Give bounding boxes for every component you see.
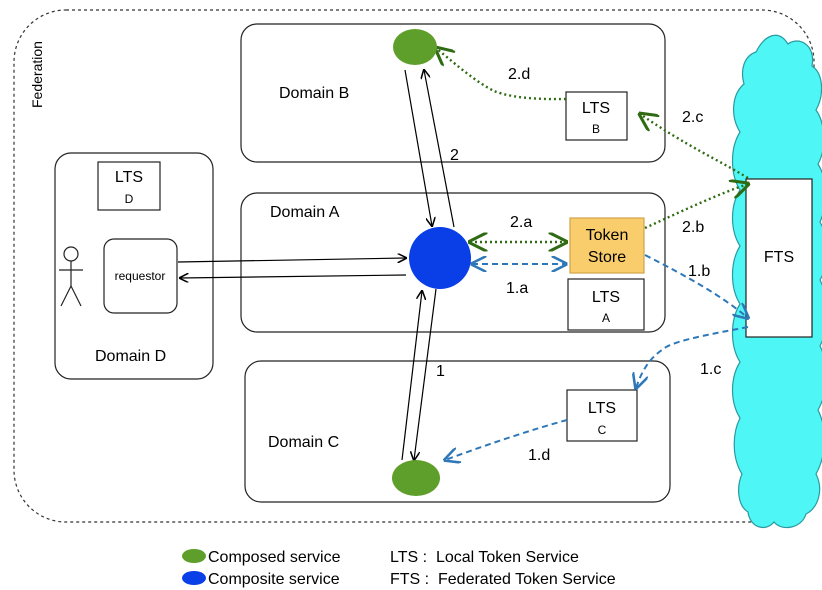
lts-b: LTS B: [565, 91, 628, 141]
lts-c: LTS C: [566, 389, 638, 442]
composite-service-a: [409, 227, 471, 289]
lts-b-sub: B: [592, 122, 600, 136]
arrow-composed-b-to-composite: [424, 70, 455, 228]
legend-composed-label: Composed service: [208, 549, 341, 566]
actor-icon: [59, 246, 83, 307]
token-store-line1: Token: [586, 227, 629, 244]
lts-a: LTS A: [567, 278, 645, 331]
domain-b-box: [240, 23, 666, 163]
token-store-line2: Store: [588, 249, 626, 266]
lts-d: LTS D: [97, 161, 161, 211]
lts-d-sub: D: [125, 192, 134, 206]
requestor-label: requestor: [115, 269, 166, 283]
label-1c: 1.c: [700, 361, 721, 378]
arrow-1d: [445, 419, 568, 460]
arrow-requestor-to-composite: [177, 258, 406, 262]
legend: Composed service Composite service LTS :…: [182, 549, 616, 588]
label-1: 1: [436, 363, 445, 380]
lts-a-title: LTS: [592, 289, 620, 306]
arrow-2c: [640, 114, 749, 180]
label-1a: 1.a: [506, 280, 528, 297]
label-1d: 1.d: [528, 447, 550, 464]
arrow-2b: [644, 184, 748, 230]
arrow-composite-to-requestor: [180, 275, 407, 278]
composed-service-b: [393, 29, 437, 65]
label-2: 2: [450, 147, 459, 164]
label-2a: 2.a: [510, 214, 532, 231]
arrow-composed-c-to-composite: [401, 291, 422, 461]
legend-composite-label: Composite service: [208, 571, 340, 588]
federation-label: Federation: [29, 41, 45, 108]
label-1b: 1.b: [688, 263, 710, 280]
domain-c-box: [244, 360, 671, 503]
federation-boundary: [13, 9, 815, 523]
legend-fts-label: FTS : Federated Token Service: [390, 571, 616, 588]
arrow-composite-to-composed-c: [414, 288, 437, 460]
legend-composed-swatch: [182, 549, 206, 563]
lts-a-sub: A: [602, 311, 610, 325]
domain-b-label: Domain B: [279, 85, 349, 102]
label-2b: 2.b: [682, 219, 704, 236]
label-2d: 2.d: [508, 66, 530, 83]
token-store: Token Store: [569, 217, 645, 274]
lts-c-sub: C: [598, 423, 607, 437]
legend-composite-swatch: [182, 571, 206, 585]
arrow-1c: [636, 326, 749, 388]
composed-service-c: [392, 460, 440, 496]
fts-label: FTS: [764, 249, 794, 266]
legend-lts-label: LTS : Local Token Service: [390, 549, 579, 566]
arrow-composite-to-composed-b: [404, 69, 432, 226]
label-2c: 2.c: [682, 109, 703, 126]
lts-c-title: LTS: [588, 400, 616, 417]
domain-c-label: Domain C: [268, 434, 339, 451]
lts-b-title: LTS: [582, 100, 610, 117]
requestor-box: [103, 238, 178, 314]
arrow-2d: [436, 48, 567, 101]
domain-d-label: Domain D: [95, 348, 166, 365]
fts-box: [745, 178, 813, 338]
lts-d-title: LTS: [115, 169, 143, 186]
domain-a-label: Domain A: [270, 204, 340, 221]
